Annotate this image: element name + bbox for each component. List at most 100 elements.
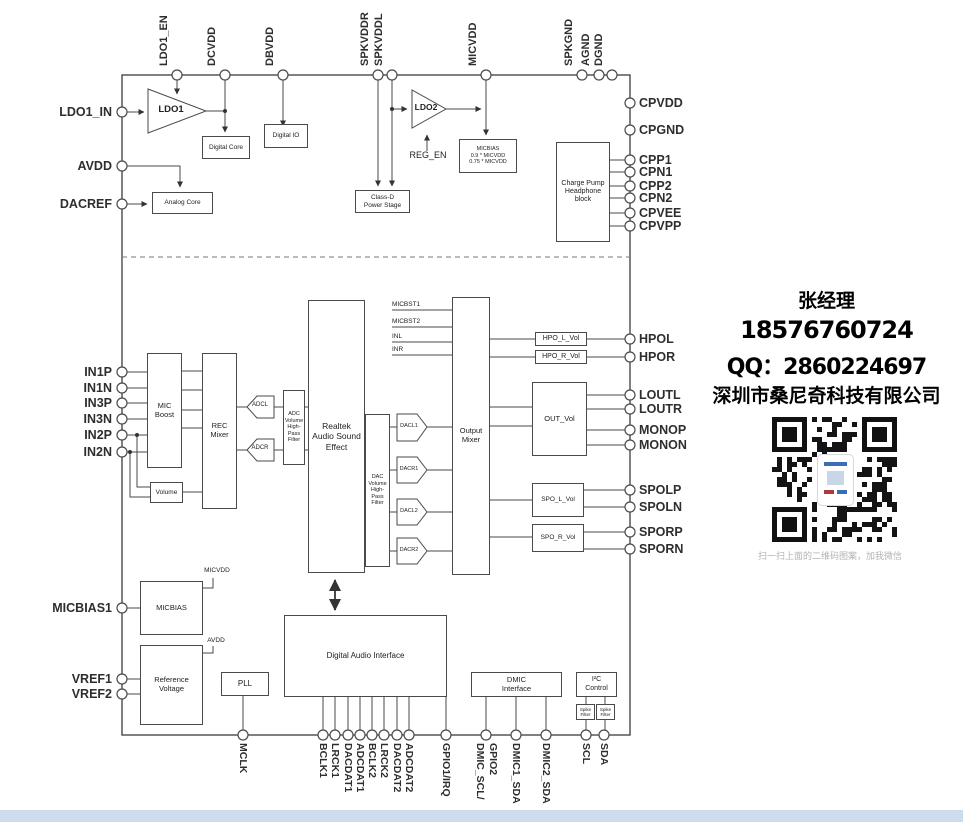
pin-label-sporp: SPORP [639,525,683,539]
pin-label-cpp1: CPP1 [639,153,672,167]
pin-label-in2n: IN2N [83,445,112,459]
ldo2-triangle [411,89,448,129]
pin-label-vref1: VREF1 [71,672,112,686]
pin-label-lrck2: LRCK2 [378,743,390,779]
pin-label-loutl: LOUTL [639,388,681,402]
pin-label-dmic-scl: DMIC_SCL/ [474,743,486,800]
pin-label-agnd: AGND [580,33,592,66]
avdd-tap-label: AVDD [207,637,225,644]
pin-label-sporn: SPORN [639,542,684,556]
pin-label-dbvdd: DBVDD [264,26,276,66]
qr-finder-top-left [772,417,807,452]
block-adc-volume-filter: ADC Volume High-Pass Filter [283,390,305,465]
ldo1-label: LDO1 [158,104,184,115]
pin-label-in1n: IN1N [83,381,112,395]
block-mic-boost: MIC Boost [147,353,182,468]
micbst2-label: MICBST2 [392,318,421,325]
inl-label: INL [392,333,403,340]
block-spo-r-vol: SPO_R_Vol [532,524,584,552]
pin-label-adcdat2: ADCDAT2 [403,743,415,793]
qr-finder-top-right [862,417,897,452]
pin-label-in3p: IN3P [84,396,112,410]
pin-label-avdd: AVDD [77,159,113,173]
pin-label-dacref: DACREF [59,197,112,211]
adcl-shape [246,395,275,419]
block-dac-volume-filter: DAC Volume High-Pass Filter [365,414,390,567]
block-class-d: Class-D Power Stage [355,190,410,213]
dacl2-label: DACL2 [400,508,418,514]
dacr1-shape [396,456,428,484]
pin-label-dgnd: DGND [593,33,605,66]
block-volume: Volume [150,482,183,503]
pin-label-in3n: IN3N [83,412,112,426]
pin-label-lrck1: LRCK1 [329,743,341,779]
qr-finder-bottom-left [772,507,807,542]
block-digital-audio-interface: Digital Audio Interface [284,615,447,697]
pin-label-sda: SDA [598,743,610,766]
block-charge-pump: Charge Pump Headphone block [556,142,610,242]
pin-label-dcvdd: DCVDD [206,26,218,66]
block-pll: PLL [221,672,269,696]
pin-label-cpvdd: CPVDD [639,96,683,110]
block-dmic-interface: DMIC Interface [471,672,562,697]
block-micbias: MICBIAS [140,581,203,635]
block-reference-voltage: Reference Voltage [140,645,203,725]
dacr2-shape [396,537,428,565]
pin-label-gpio1-irq: GPIO1/IRQ [440,743,452,797]
qr-center-logo [817,454,854,506]
pin-label-spkgnd: SPKGND [563,18,575,66]
pin-label-in1p: IN1P [84,365,112,379]
pin-label-cpvee: CPVEE [639,206,682,220]
contact-phone: 18576760724 [740,316,914,344]
block-hpo-r-vol: HPO_R_Vol [535,350,587,364]
block-spo-l-vol: SPO_L_Vol [532,483,584,517]
pin-label-ldo1-en: LDO1_EN [158,15,170,66]
pin-label-in2p: IN2P [84,428,112,442]
micbst1-label: MICBST1 [392,301,421,308]
block-digital-core: Digital Core [202,136,250,159]
block-spike-filter-scl: Spike Filter [576,704,595,720]
pin-label-dmic1-sda: DMIC1_SDA [510,743,522,804]
pin-label-spoln: SPOLN [639,500,683,514]
adcr-shape [246,438,275,462]
adcr-label: ADCR [251,445,269,451]
dacl1-shape [396,413,428,442]
block-spike-filter-sda: Spike Filter [596,704,615,720]
pin-label-spkvddr: SPKVDDR [359,12,371,66]
plain-wires [122,110,630,735]
pin-label-cpvpp: CPVPP [639,219,682,233]
pin-label-mclk: MCLK [237,743,249,774]
dacl2-shape [396,498,428,526]
pin-label-ldo1-in: LDO1_IN [59,105,112,119]
qr-caption: 扫一扫上面的二维码图案，加我微信 [757,552,902,562]
dacr1-label: DACR1 [399,466,419,472]
pin-label-micvdd: MICVDD [467,22,479,66]
block-i2c-control: I²C Control [576,672,617,697]
arrow-wires [122,75,489,611]
pin-label-spolp: SPOLP [639,483,682,497]
block-hpo-l-vol: HPO_L_Vol [535,332,587,346]
pin-label-dmic2-sda: DMIC2_SDA [540,743,552,804]
pin-label-hpor: HPOR [639,350,676,364]
ldo1-triangle [147,88,208,134]
contact-company: 深圳市桑尼奇科技有限公司 [712,385,941,407]
pin-label-cpgnd: CPGND [639,123,685,137]
inr-label: INR [392,346,404,353]
converter-shapes [246,395,428,565]
pin-label-cpn1: CPN1 [639,165,673,179]
reg-en-label: REG_EN [409,150,447,160]
block-analog-core: Analog Core [152,192,213,214]
micvdd-tap-label: MICVDD [204,567,230,574]
qr-code [772,417,897,542]
pin-label-scl: SCL [580,743,592,764]
block-sound-effect: Realtek Audio Sound Effect [308,300,365,573]
contact-name: 张经理 [797,290,855,312]
pin-label-loutr: LOUTR [639,402,683,416]
block-output-mixer: Output Mixer [452,297,490,575]
pin-label-cpn2: CPN2 [639,191,673,205]
pin-label-micbias1: MICBIAS1 [52,601,112,615]
block-rec-mixer: REC Mixer [202,353,237,509]
block-micbias-regulator: MICBIAS 0.9 * MICVDD 0.75 * MICVDD [459,139,517,173]
